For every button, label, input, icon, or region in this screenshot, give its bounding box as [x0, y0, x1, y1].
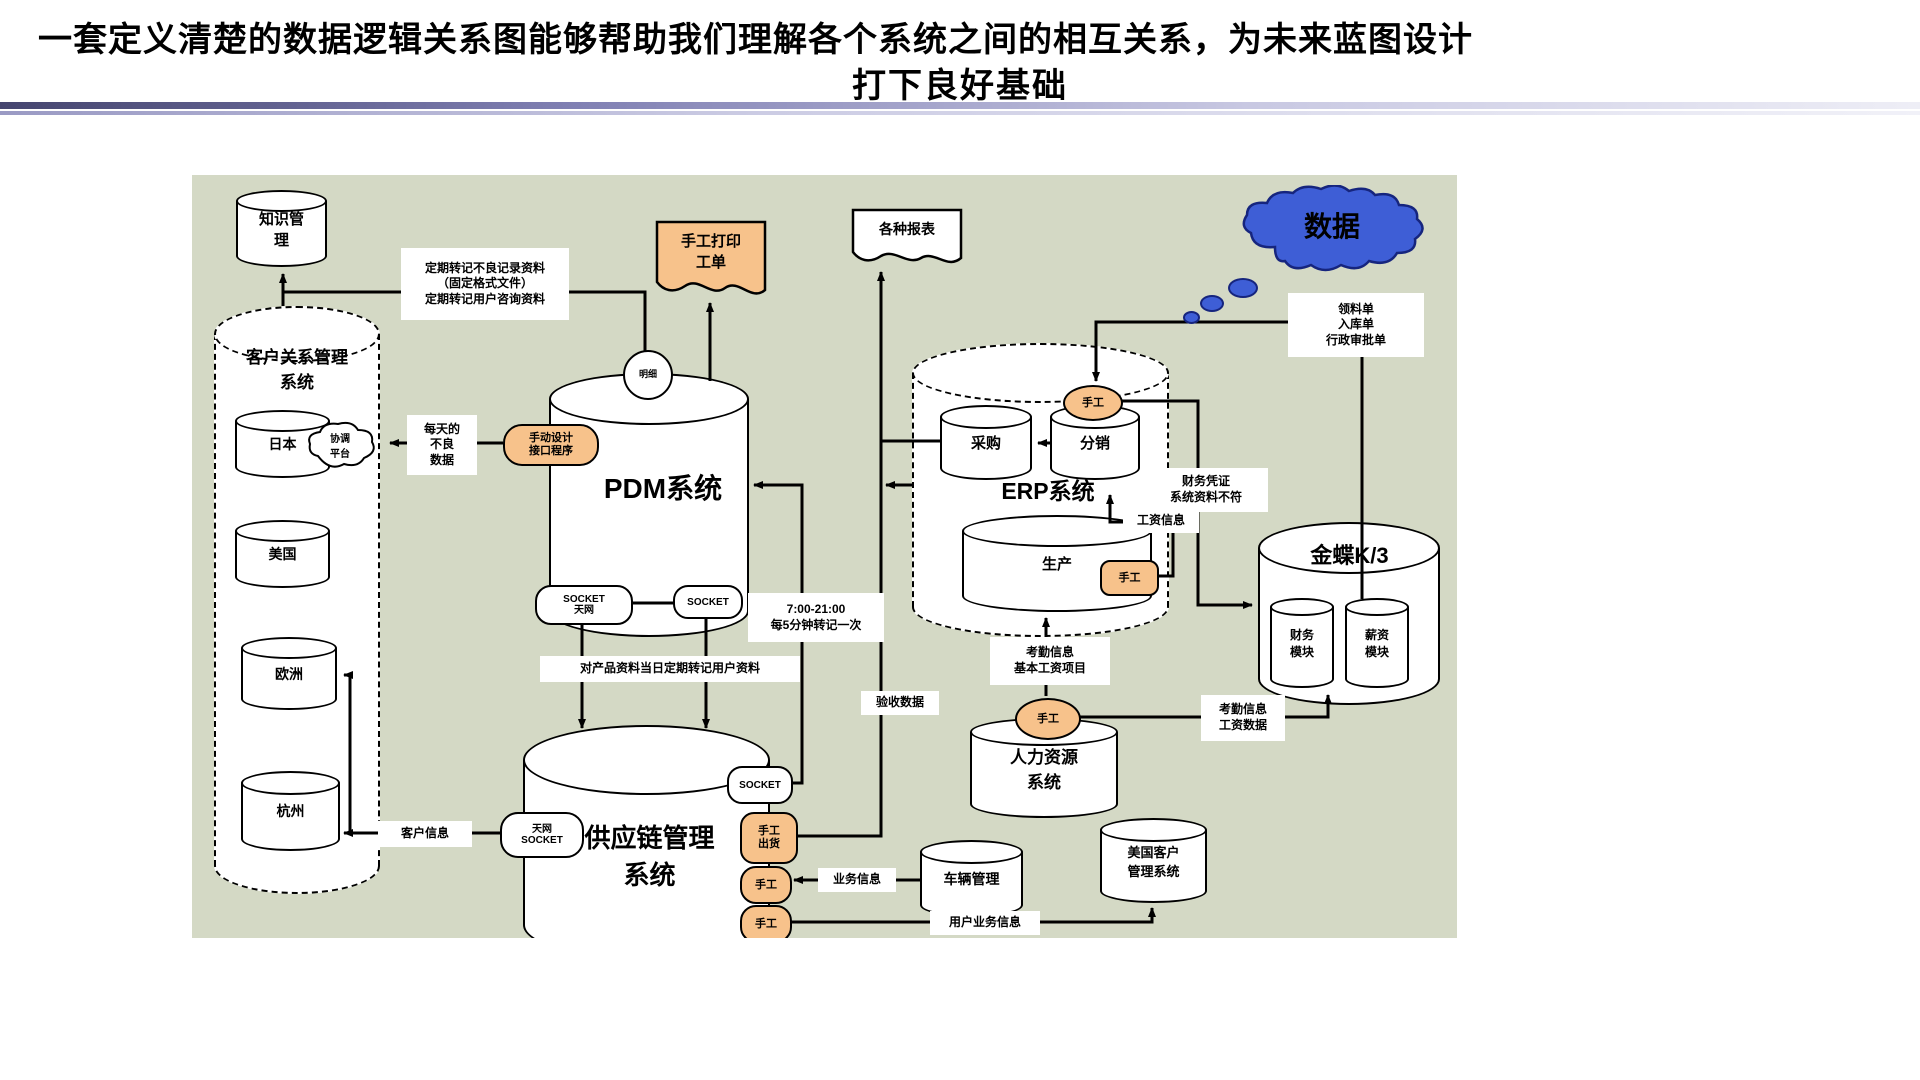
payroll-module-cylinder: 薪资 模块	[1345, 598, 1409, 688]
region-europe-label: 欧洲	[275, 665, 303, 682]
user-business-note: 用户业务信息	[930, 911, 1040, 935]
product-note: 对产品资料当日定期转记用户资料	[540, 656, 800, 682]
manual-ship-node: 手工 出货	[740, 812, 798, 864]
orders-note: 领料单 入库单 行政审批单	[1288, 293, 1424, 357]
daily-data-note: 每天的 不良 数据	[407, 415, 477, 475]
business-info-note: 业务信息	[818, 868, 896, 892]
divider-bar	[0, 102, 1920, 109]
manual-node-distribution: 手工	[1063, 385, 1123, 421]
manual-label: 手工	[1118, 571, 1141, 584]
flow-scm-to-reports	[794, 271, 885, 838]
erp-system-title: ERP系统	[1001, 478, 1095, 504]
region-europe-cylinder: 欧洲	[241, 637, 337, 710]
divider-bar-light	[0, 111, 1920, 115]
salary-info-note: 工资信息	[1123, 509, 1199, 533]
interface-program-label: 手动设计 接口程序	[529, 432, 573, 457]
manual-node-production: 手工	[1100, 560, 1159, 596]
pdm-system-title: PDM系统	[603, 473, 723, 504]
pdm-socket-left-pill: SOCKET 天网	[535, 585, 633, 625]
manual-node-scm-bottom: 手工	[740, 905, 792, 938]
customer-info-note: 客户信息	[378, 821, 472, 847]
purchase-label: 采购	[970, 435, 1001, 452]
schedule-note: 7:00-21:00 每5分钟转记一次	[748, 593, 884, 642]
finance-module-label: 财务 模块	[1289, 628, 1314, 659]
hr-system-cylinder: 人力资源 系统	[970, 718, 1118, 818]
kingdee-k3-title: 金蝶K/3	[1310, 543, 1389, 568]
scm-system-title: 供应链管理 系统	[584, 823, 715, 890]
voucher-note: 财务凭证 系统资料不符	[1144, 468, 1268, 512]
interface-program-pill: 手动设计 接口程序	[503, 424, 599, 466]
vehicle-db-label: 车辆管理	[943, 870, 1000, 887]
region-hangzhou-cylinder: 杭州	[241, 771, 340, 851]
manual-label: 手工	[755, 917, 777, 930]
cloud-trail-dot	[1228, 278, 1258, 298]
reports-doc-label: 各种报表	[879, 221, 935, 237]
knowledge-db-cylinder: 知识管 理	[236, 190, 327, 267]
production-label: 生产	[1041, 556, 1072, 573]
system-architecture-diagram: 知识管 理 客户关系管理 系统 日本 美国 欧洲 杭州 协调 平台	[192, 175, 1457, 938]
region-usa-label: 美国	[268, 546, 297, 562]
region-usa-cylinder: 美国	[235, 520, 330, 588]
slide-title-line1: 一套定义清楚的数据逻辑关系图能够帮助我们理解各个系统之间的相互关系，为未来蓝图设…	[38, 21, 1473, 59]
hr-salary-note: 考勤信息 工资数据	[1201, 695, 1285, 741]
distribution-label: 分销	[1079, 435, 1110, 452]
cloud-trail-dot	[1183, 311, 1200, 324]
slide-title-line2: 打下良好基础	[852, 67, 1068, 105]
pdm-socket-right-pill: SOCKET	[673, 585, 743, 619]
scm-socket-east-label: SOCKET	[739, 779, 781, 791]
platform-cloud-icon	[308, 421, 375, 468]
vehicle-db-cylinder: 车辆管理	[920, 840, 1023, 917]
region-japan-label: 日本	[268, 436, 297, 452]
manual-workorder-label: 手工打印 工单	[680, 233, 741, 271]
manual-node-scm-mid: 手工	[740, 866, 792, 904]
detail-node: 明细	[623, 350, 673, 400]
hr-system-title: 人力资源 系统	[1010, 748, 1078, 792]
reports-doc	[851, 208, 963, 264]
platform-cloud-label: 协调 平台	[330, 434, 350, 460]
scm-socket-west-label: 天网 SOCKET	[521, 824, 563, 846]
pdm-socket-right-label: SOCKET	[687, 596, 729, 608]
cloud-trail-dot	[1200, 295, 1224, 312]
knowledge-db-label: 知识管 理	[258, 210, 304, 249]
data-cloud-label: 数据	[1303, 211, 1360, 242]
pdm-socket-left-label: SOCKET 天网	[563, 594, 605, 616]
manual-ship-label: 手工 出货	[758, 825, 780, 850]
finance-module-cylinder: 财务 模块	[1270, 598, 1334, 688]
us-customer-db-label: 美国客户 管理系统	[1127, 844, 1180, 879]
manual-label: 手工	[1037, 712, 1059, 725]
detail-node-label: 明细	[638, 369, 657, 380]
crm-system-title: 客户关系管理 系统	[246, 348, 348, 392]
purchase-cylinder: 采购	[940, 405, 1032, 480]
scm-socket-east-pill: SOCKET	[727, 766, 793, 804]
region-hangzhou-label: 杭州	[276, 803, 305, 819]
data-cloud-icon	[1242, 185, 1424, 272]
region-japan-cylinder: 日本	[235, 410, 330, 478]
us-customer-db-cylinder: 美国客户 管理系统	[1100, 818, 1207, 903]
acceptance-note: 验收数据	[861, 691, 939, 715]
attendance-note: 考勤信息 基本工资项目	[990, 637, 1110, 685]
manual-node-hr: 手工	[1015, 698, 1081, 740]
manual-label: 手工	[755, 878, 777, 891]
transfer-note: 定期转记不良记录资料 （固定格式文件） 定期转记用户咨询资料	[401, 248, 569, 320]
scm-socket-west-pill: 天网 SOCKET	[500, 812, 584, 858]
manual-label: 手工	[1082, 396, 1104, 409]
payroll-module-label: 薪资 模块	[1364, 628, 1389, 659]
manual-workorder-doc	[655, 220, 767, 295]
